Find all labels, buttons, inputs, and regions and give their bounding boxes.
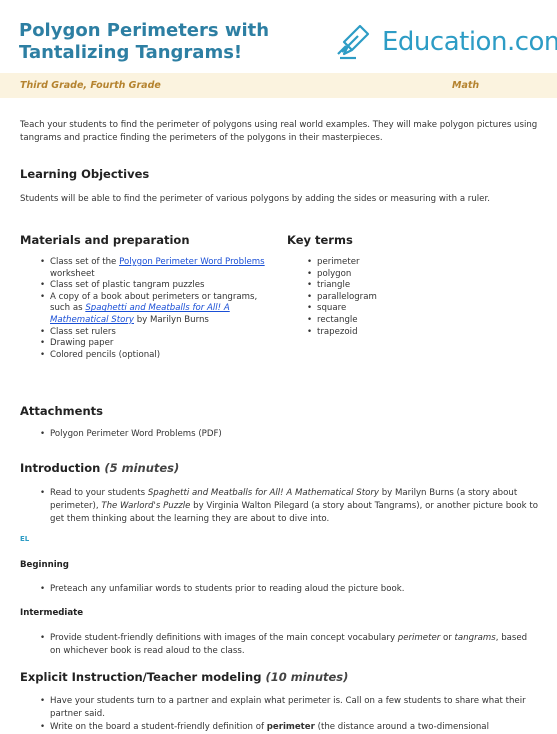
list-item: Drawing paper bbox=[38, 338, 278, 350]
materials-heading: Materials and preparation bbox=[20, 233, 190, 247]
book-link[interactable]: Spaghetti and Meatballs for All! A Mathe… bbox=[50, 303, 230, 325]
introduction-heading: Introduction (5 minutes) bbox=[20, 461, 180, 475]
stacked-pencil-icon bbox=[337, 24, 370, 60]
intro-text: Teach your students to find the perimete… bbox=[20, 120, 538, 143]
grade-levels: Third Grade, Fourth Grade bbox=[20, 80, 161, 91]
key-terms-list: perimeter polygon triangle parallelogram… bbox=[305, 257, 505, 338]
list-item: triangle bbox=[305, 280, 505, 292]
meta-band: Third Grade, Fourth Grade Math bbox=[0, 73, 557, 98]
list-item: A copy of a book about perimeters or tan… bbox=[38, 292, 278, 327]
beginning-list: Preteach any unfamiliar words to student… bbox=[38, 584, 538, 596]
page-title: Polygon Perimeters with Tantalizing Tang… bbox=[19, 20, 270, 63]
attachments-list: Polygon Perimeter Word Problems (PDF) bbox=[38, 429, 538, 441]
worksheet-link[interactable]: Polygon Perimeter Word Problems bbox=[119, 257, 265, 267]
list-item: polygon bbox=[305, 269, 505, 281]
explicit-list: Have your students turn to a partner and… bbox=[38, 695, 540, 734]
list-item: Class set of plastic tangram puzzles bbox=[38, 280, 278, 292]
logo-text: Education.com bbox=[382, 27, 557, 57]
objectives-heading: Learning Objectives bbox=[20, 167, 150, 181]
list-item: Class set rulers bbox=[38, 327, 278, 339]
intermediate-heading: Intermediate bbox=[20, 608, 84, 618]
list-item: rectangle bbox=[305, 315, 505, 327]
beginning-heading: Beginning bbox=[20, 560, 69, 570]
list-item: Colored pencils (optional) bbox=[38, 350, 278, 362]
subject: Math bbox=[452, 80, 480, 91]
attachments-heading: Attachments bbox=[20, 404, 103, 418]
list-item: Preteach any unfamiliar words to student… bbox=[38, 584, 538, 596]
education-logo[interactable]: Education.com bbox=[336, 22, 557, 62]
attachment-item[interactable]: Polygon Perimeter Word Problems (PDF) bbox=[38, 429, 538, 441]
materials-list: Class set of the Polygon Perimeter Word … bbox=[38, 257, 278, 361]
el-label: EL bbox=[20, 535, 30, 543]
list-item: Provide student-friendly definitions wit… bbox=[38, 632, 540, 658]
key-terms-heading: Key terms bbox=[287, 233, 353, 247]
list-item: trapezoid bbox=[305, 327, 505, 339]
introduction-list: Read to your students Spaghetti and Meat… bbox=[38, 487, 540, 526]
list-item: Read to your students Spaghetti and Meat… bbox=[38, 487, 540, 526]
list-item: Class set of the Polygon Perimeter Word … bbox=[38, 257, 278, 280]
list-item: parallelogram bbox=[305, 292, 505, 304]
list-item: square bbox=[305, 303, 505, 315]
list-item: perimeter bbox=[305, 257, 505, 269]
explicit-heading: Explicit Instruction/Teacher modeling (1… bbox=[20, 670, 349, 684]
objectives-text: Students will be able to find the perime… bbox=[20, 194, 490, 204]
intermediate-list: Provide student-friendly definitions wit… bbox=[38, 632, 540, 658]
list-item: Have your students turn to a partner and… bbox=[38, 695, 540, 721]
list-item: Write on the board a student-friendly de… bbox=[38, 721, 540, 734]
